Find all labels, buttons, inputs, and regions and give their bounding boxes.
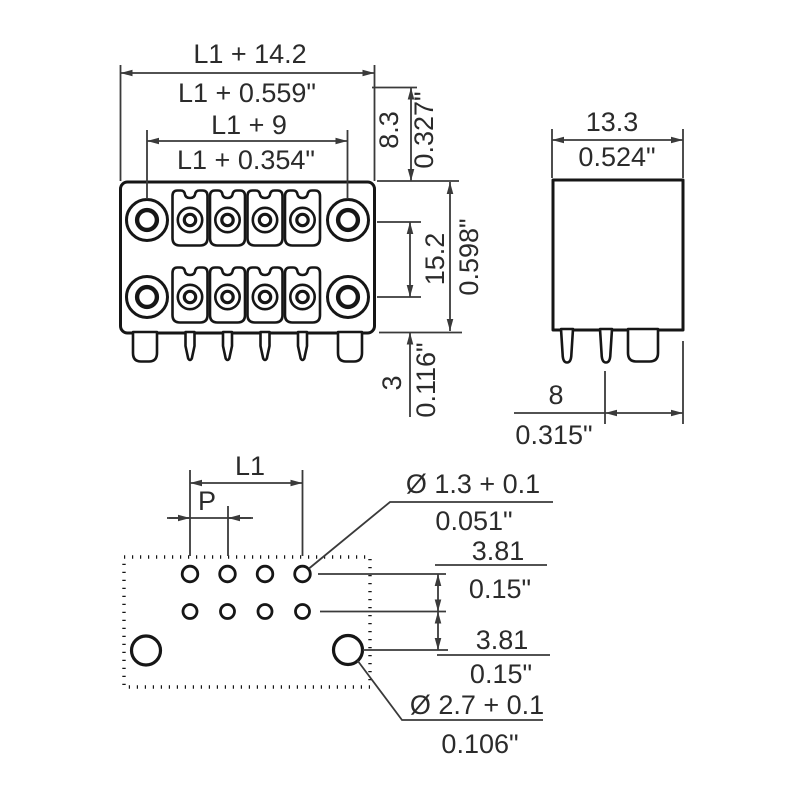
terminal-clamp: [208, 265, 247, 325]
terminal-clamp: [170, 265, 210, 325]
dim-side-pin-to-edge-inch: 0.315": [515, 420, 592, 450]
callout-small-hole: Ø 1.3 + 0.1 0.051": [308, 469, 553, 570]
pcb-outline-dashed: [122, 555, 372, 689]
dim-front-top-offset-inch: 0.327": [409, 91, 439, 168]
dim-board-row-gap-2-mm: 3.81: [476, 625, 529, 655]
dim-front-overall-width-inch: L1 + 0.559": [178, 78, 316, 108]
dim-front-top-offset: 8.3 0.327": [372, 86, 459, 182]
terminal-clamp: [170, 188, 210, 248]
dim-front-row-spacing: 15.2 0.598": [377, 182, 484, 334]
pin-hole: [218, 564, 237, 584]
solder-pin-narrow: [221, 330, 234, 362]
solder-pin-narrow: [259, 330, 271, 362]
leader-line: [308, 501, 553, 570]
solder-pin-wide: [336, 330, 364, 363]
dim-board-length-label: L1: [235, 451, 265, 481]
dim-side-depth-mm: 13.3: [586, 107, 639, 137]
pin-hole: [256, 603, 274, 620]
mounting-hole: [331, 633, 365, 667]
terminal-clamp: [283, 265, 322, 325]
pin-hole: [293, 564, 312, 584]
dim-board-pitch-label: P: [198, 486, 216, 516]
dim-side-pin-to-edge-mm: 8: [548, 380, 563, 410]
dim-front-pin-length: 3 0.116": [377, 332, 441, 418]
dim-board-small-hole-inch: 0.051": [435, 506, 512, 536]
dim-side-depth-inch: 0.524": [578, 142, 655, 172]
solder-pin-wide: [626, 327, 660, 363]
solder-pin-narrow: [598, 327, 614, 364]
dim-board-row-gaps: 3.81 0.15" 3.81 0.15": [318, 536, 550, 689]
leader-line: [356, 659, 543, 721]
dim-front-inner-width-mm: L1 + 9: [211, 110, 287, 140]
dim-front-top-offset-mm: 8.3: [374, 111, 404, 149]
dim-board-row-gap-1-mm: 3.81: [472, 536, 525, 566]
dim-front-inner-width: L1 + 9 L1 + 0.354": [146, 110, 349, 199]
terminal-clamp: [245, 265, 285, 325]
solder-pin-narrow: [184, 330, 196, 362]
dim-board-large-hole-inch: 0.106": [441, 729, 518, 759]
dim-front-row-spacing-mm: 15.2: [420, 233, 450, 286]
dim-side-pin-to-edge: 8 0.315": [514, 341, 684, 450]
terminal-clamp: [283, 188, 322, 248]
pin-hole: [255, 564, 275, 584]
connector-side-body-outline: [551, 178, 685, 332]
dim-front-overall-width-mm: L1 + 14.2: [193, 39, 306, 69]
solder-pin-narrow: [296, 330, 309, 362]
pin-hole: [180, 564, 200, 584]
side-view: 13.3 0.524" 8 0.315": [514, 107, 685, 450]
terminal-clamp: [245, 188, 285, 248]
mounting-hole: [129, 634, 163, 667]
dim-side-depth: 13.3 0.524": [551, 107, 684, 178]
dim-board-row-gap-2-inch: 0.15": [470, 659, 532, 689]
pin-hole: [294, 603, 311, 620]
dim-board-small-hole-mm: Ø 1.3 + 0.1: [406, 469, 540, 499]
solder-pin-wide: [131, 330, 159, 363]
dim-board-row-gap-1-inch: 0.15": [469, 574, 531, 604]
dim-front-inner-width-inch: L1 + 0.354": [177, 145, 315, 175]
board-drilling-view: L1 P Ø 1.3 + 0.1 0.051" 3.81 0.15": [122, 451, 553, 759]
dim-front-pin-length-mm: 3: [377, 375, 407, 390]
front-view: L1 + 14.2 L1 + 0.559" L1 + 9 L1 + 0.354"…: [119, 39, 484, 418]
dim-board-length: L1: [189, 451, 304, 556]
pin-hole: [181, 603, 199, 620]
dim-front-row-spacing-inch: 0.598": [454, 218, 484, 295]
callout-large-hole: Ø 2.7 + 0.1 0.106": [356, 659, 544, 759]
pin-hole: [219, 603, 236, 620]
dim-front-pin-length-inch: 0.116": [411, 342, 441, 417]
solder-pin-narrow: [559, 327, 575, 364]
dim-board-large-hole-mm: Ø 2.7 + 0.1: [410, 690, 544, 720]
dim-board-pitch: P: [167, 486, 253, 556]
terminal-clamp: [208, 188, 247, 248]
dim-front-overall-width: L1 + 14.2 L1 + 0.559": [119, 39, 376, 181]
